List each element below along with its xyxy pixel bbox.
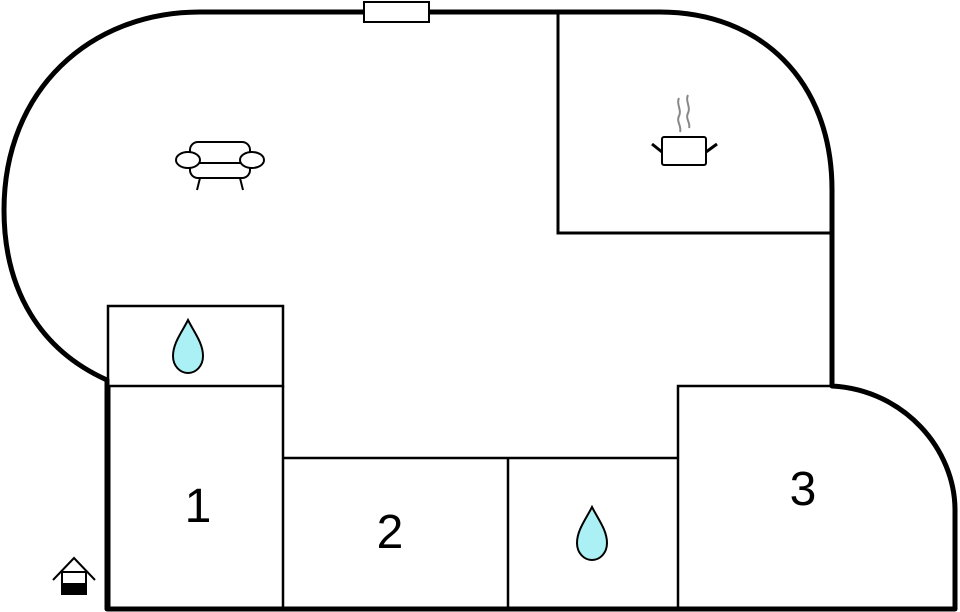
water-drop-icon (171, 317, 205, 375)
bedroom-2-label: 2 (376, 506, 404, 559)
water-drop-icon (575, 504, 609, 562)
sofa-icon (175, 141, 265, 191)
bathroom-1 (106, 304, 285, 388)
cooking-pot-icon (651, 94, 718, 166)
entrance-house-icon (52, 556, 96, 595)
bedroom-3-wall (676, 384, 832, 609)
window-icon (363, 1, 430, 23)
outer-wall (1, 9, 958, 612)
bedroom-1-label: 1 (184, 480, 212, 533)
bedroom-3-label: 3 (789, 463, 817, 516)
kitchen-wall (556, 12, 832, 235)
